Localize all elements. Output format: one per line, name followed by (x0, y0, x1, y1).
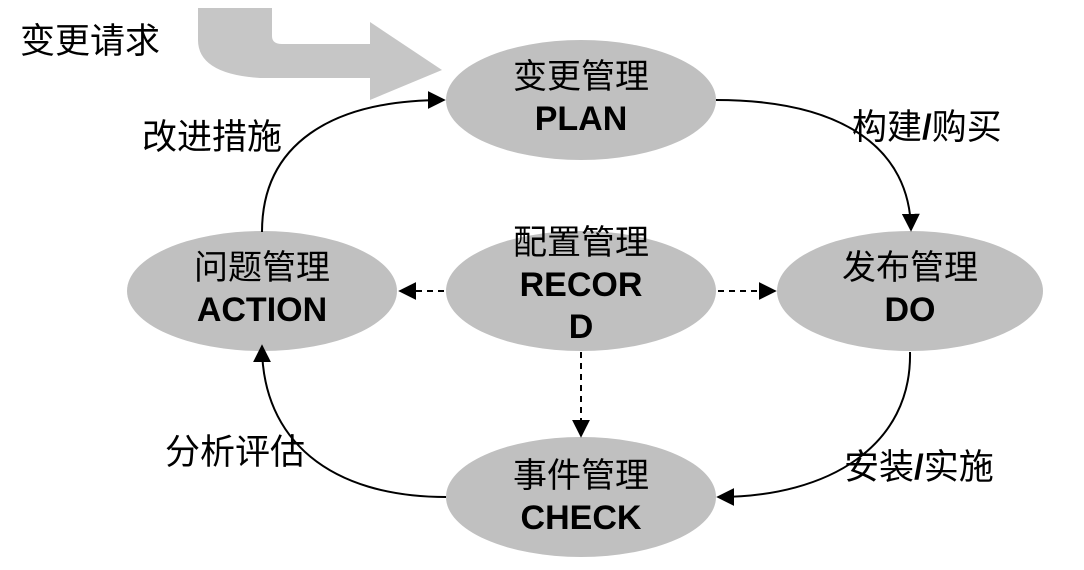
edge-label-plan-to-do: 构建/购买 (852, 108, 1002, 148)
edge-check-to-action (253, 344, 447, 498)
input-label: 变更请求 (20, 22, 161, 62)
node-do-phase: DO (884, 291, 936, 329)
node-plan-title: 变更管理 (513, 57, 649, 97)
edge-do-to-check (716, 351, 912, 506)
node-record-phase-line1: RECOR (519, 266, 643, 304)
edge-action-to-plan (261, 91, 446, 233)
edge-plan-to-do (715, 99, 920, 232)
node-action-phase: ACTION (196, 291, 328, 329)
edge-label-check-to-action: 分析评估 (165, 433, 306, 473)
edge-label-do-to-check: 安装/实施 (844, 448, 994, 488)
node-action: 问题管理 ACTION (127, 247, 397, 331)
node-action-title: 问题管理 (194, 248, 330, 288)
node-plan-ellipse (446, 40, 716, 160)
node-record-title: 配置管理 (513, 223, 649, 263)
node-record-ellipse (446, 231, 716, 351)
input-arrow (198, 8, 442, 100)
node-check-ellipse (446, 437, 716, 557)
node-record-phase-line2: D (568, 308, 594, 346)
node-check-phase: CHECK (520, 499, 642, 537)
node-do: 发布管理 DO (777, 247, 1043, 331)
node-record: 配置管理 RECOR D (446, 222, 716, 348)
node-check-title: 事件管理 (513, 456, 649, 496)
edge-label-action-to-plan: 改进措施 (142, 118, 283, 158)
node-check: 事件管理 CHECK (446, 455, 716, 539)
node-action-ellipse (127, 231, 397, 351)
node-plan: 变更管理 PLAN (446, 56, 716, 140)
node-plan-phase: PLAN (534, 100, 628, 138)
node-do-title: 发布管理 (842, 248, 978, 288)
node-do-ellipse (777, 231, 1043, 351)
